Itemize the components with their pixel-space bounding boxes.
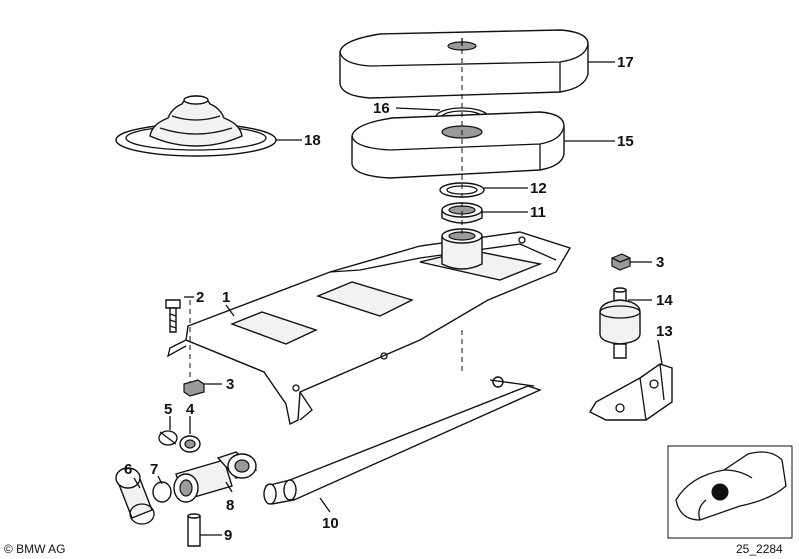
callout-18: 18 [304,132,321,149]
callout-3-right: 3 [656,254,664,271]
leader-lines [133,61,663,536]
part-3-nut-right [611,253,631,271]
part-10-rod [263,376,542,505]
callout-6: 6 [124,461,132,478]
callout-12: 12 [530,180,547,197]
part-17-pad [339,29,589,99]
part-1-plate [167,228,572,426]
part-5-clip [158,430,178,446]
callout-16: 16 [373,100,390,117]
callout-2: 2 [196,289,204,306]
callout-7: 7 [150,461,158,478]
diagram-number: 25_2284 [736,542,783,556]
callout-11: 11 [530,204,546,221]
callout-1: 1 [222,289,230,306]
part-18-boot [115,95,277,157]
callout-17: 17 [617,54,634,71]
callout-4: 4 [186,401,195,418]
inset-vehicle-thumbnail [667,445,793,539]
part-15-pad [351,111,565,179]
copyright-text: © BMW AG [4,542,66,556]
part-4-washer [179,435,201,453]
callout-labels: 17 16 15 12 11 18 2 1 3 5 4 6 7 8 9 10 3… [124,54,673,544]
callout-10: 10 [322,515,339,532]
callout-5: 5 [164,401,172,418]
part-7-ball [152,481,172,503]
part-8-joint [173,451,258,503]
callout-13: 13 [656,323,673,340]
part-14-mount [599,287,641,359]
part-6-sleeve [115,467,155,525]
part-3-nut-left [183,379,205,397]
callout-14: 14 [656,292,673,309]
callout-15: 15 [617,133,634,150]
callout-3-left: 3 [226,376,234,393]
part-9-pin [187,513,201,547]
callout-8: 8 [226,497,234,514]
part-2-bolt [165,299,181,333]
part-13-bracket [589,363,673,421]
callout-9: 9 [224,527,232,544]
